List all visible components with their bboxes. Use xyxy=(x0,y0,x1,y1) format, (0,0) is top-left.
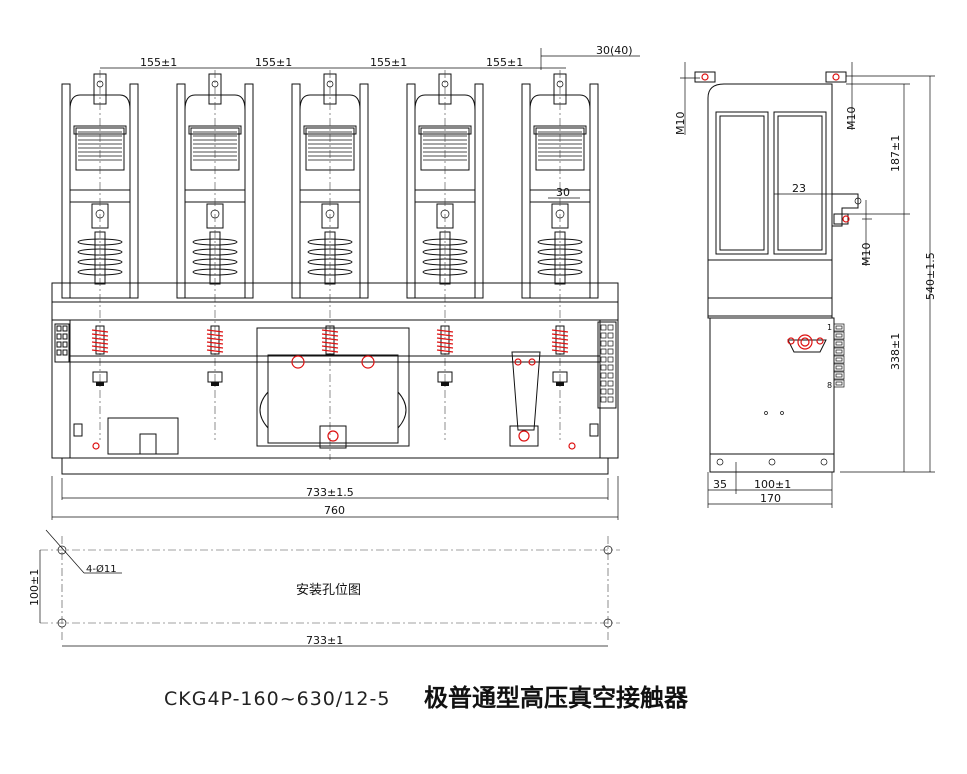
pole-assemblies xyxy=(61,70,599,460)
pitch-label-4: 155±1 xyxy=(486,56,523,69)
terminal-offset-small-label: 30 xyxy=(556,186,570,199)
front-view: 155±1 155±1 155±1 155±1 30(40) 30 xyxy=(51,44,640,520)
model-code: CKG4P-160~630/12-5 xyxy=(164,688,390,710)
overall-inner-width-label: 733±1.5 xyxy=(306,486,354,499)
total-height-label: 540±1.5 xyxy=(924,252,937,300)
mounting-caption: 安装孔位图 xyxy=(296,583,361,598)
pitch-label-2: 155±1 xyxy=(255,56,292,69)
drawing-title: CKG4P-160~630/12-5 极普通型高压真空接触器 xyxy=(164,683,689,712)
upper-height-label: 187±1 xyxy=(889,135,902,172)
mounting-holes-label: 4-Ø11 xyxy=(86,563,117,575)
side-view: M10 M10 1 8 xyxy=(674,62,937,508)
pole-assembly xyxy=(61,70,139,440)
base-hole-pitch-label: 100±1 xyxy=(754,478,791,491)
bolt-top-left-label: M10 xyxy=(674,112,687,136)
terminal-mark-1: 1 xyxy=(827,323,832,332)
bolt-top-right-label: M10 xyxy=(845,107,858,131)
lower-height-label: 338±1 xyxy=(889,333,902,370)
pole-assembly xyxy=(291,70,369,460)
pitch-label-1: 155±1 xyxy=(140,56,177,69)
pitch-label-3: 155±1 xyxy=(370,56,407,69)
base-depth-label: 170 xyxy=(760,492,781,505)
overall-width-label: 760 xyxy=(324,504,345,517)
bolt-lower-label: M10 xyxy=(860,243,873,267)
mounting-width-pitch-label: 733±1 xyxy=(306,634,343,647)
left-terminal-block xyxy=(54,323,70,363)
terminal-mark-8: 8 xyxy=(827,381,832,390)
terminal-offset-label: 30(40) xyxy=(596,44,633,57)
base-hole-offset-label: 35 xyxy=(713,478,727,491)
pole-assembly xyxy=(521,70,599,440)
product-name: 极普通型高压真空接触器 xyxy=(424,683,689,712)
right-terminal-block xyxy=(597,321,617,409)
pole-assembly xyxy=(176,70,254,440)
bracket-offset-label: 23 xyxy=(792,182,806,195)
pole-assembly xyxy=(406,70,484,440)
mounting-plan: 4-Ø11 100±1 733±1 安装孔位图 xyxy=(28,529,620,647)
mounting-depth-pitch-label: 100±1 xyxy=(28,569,41,606)
